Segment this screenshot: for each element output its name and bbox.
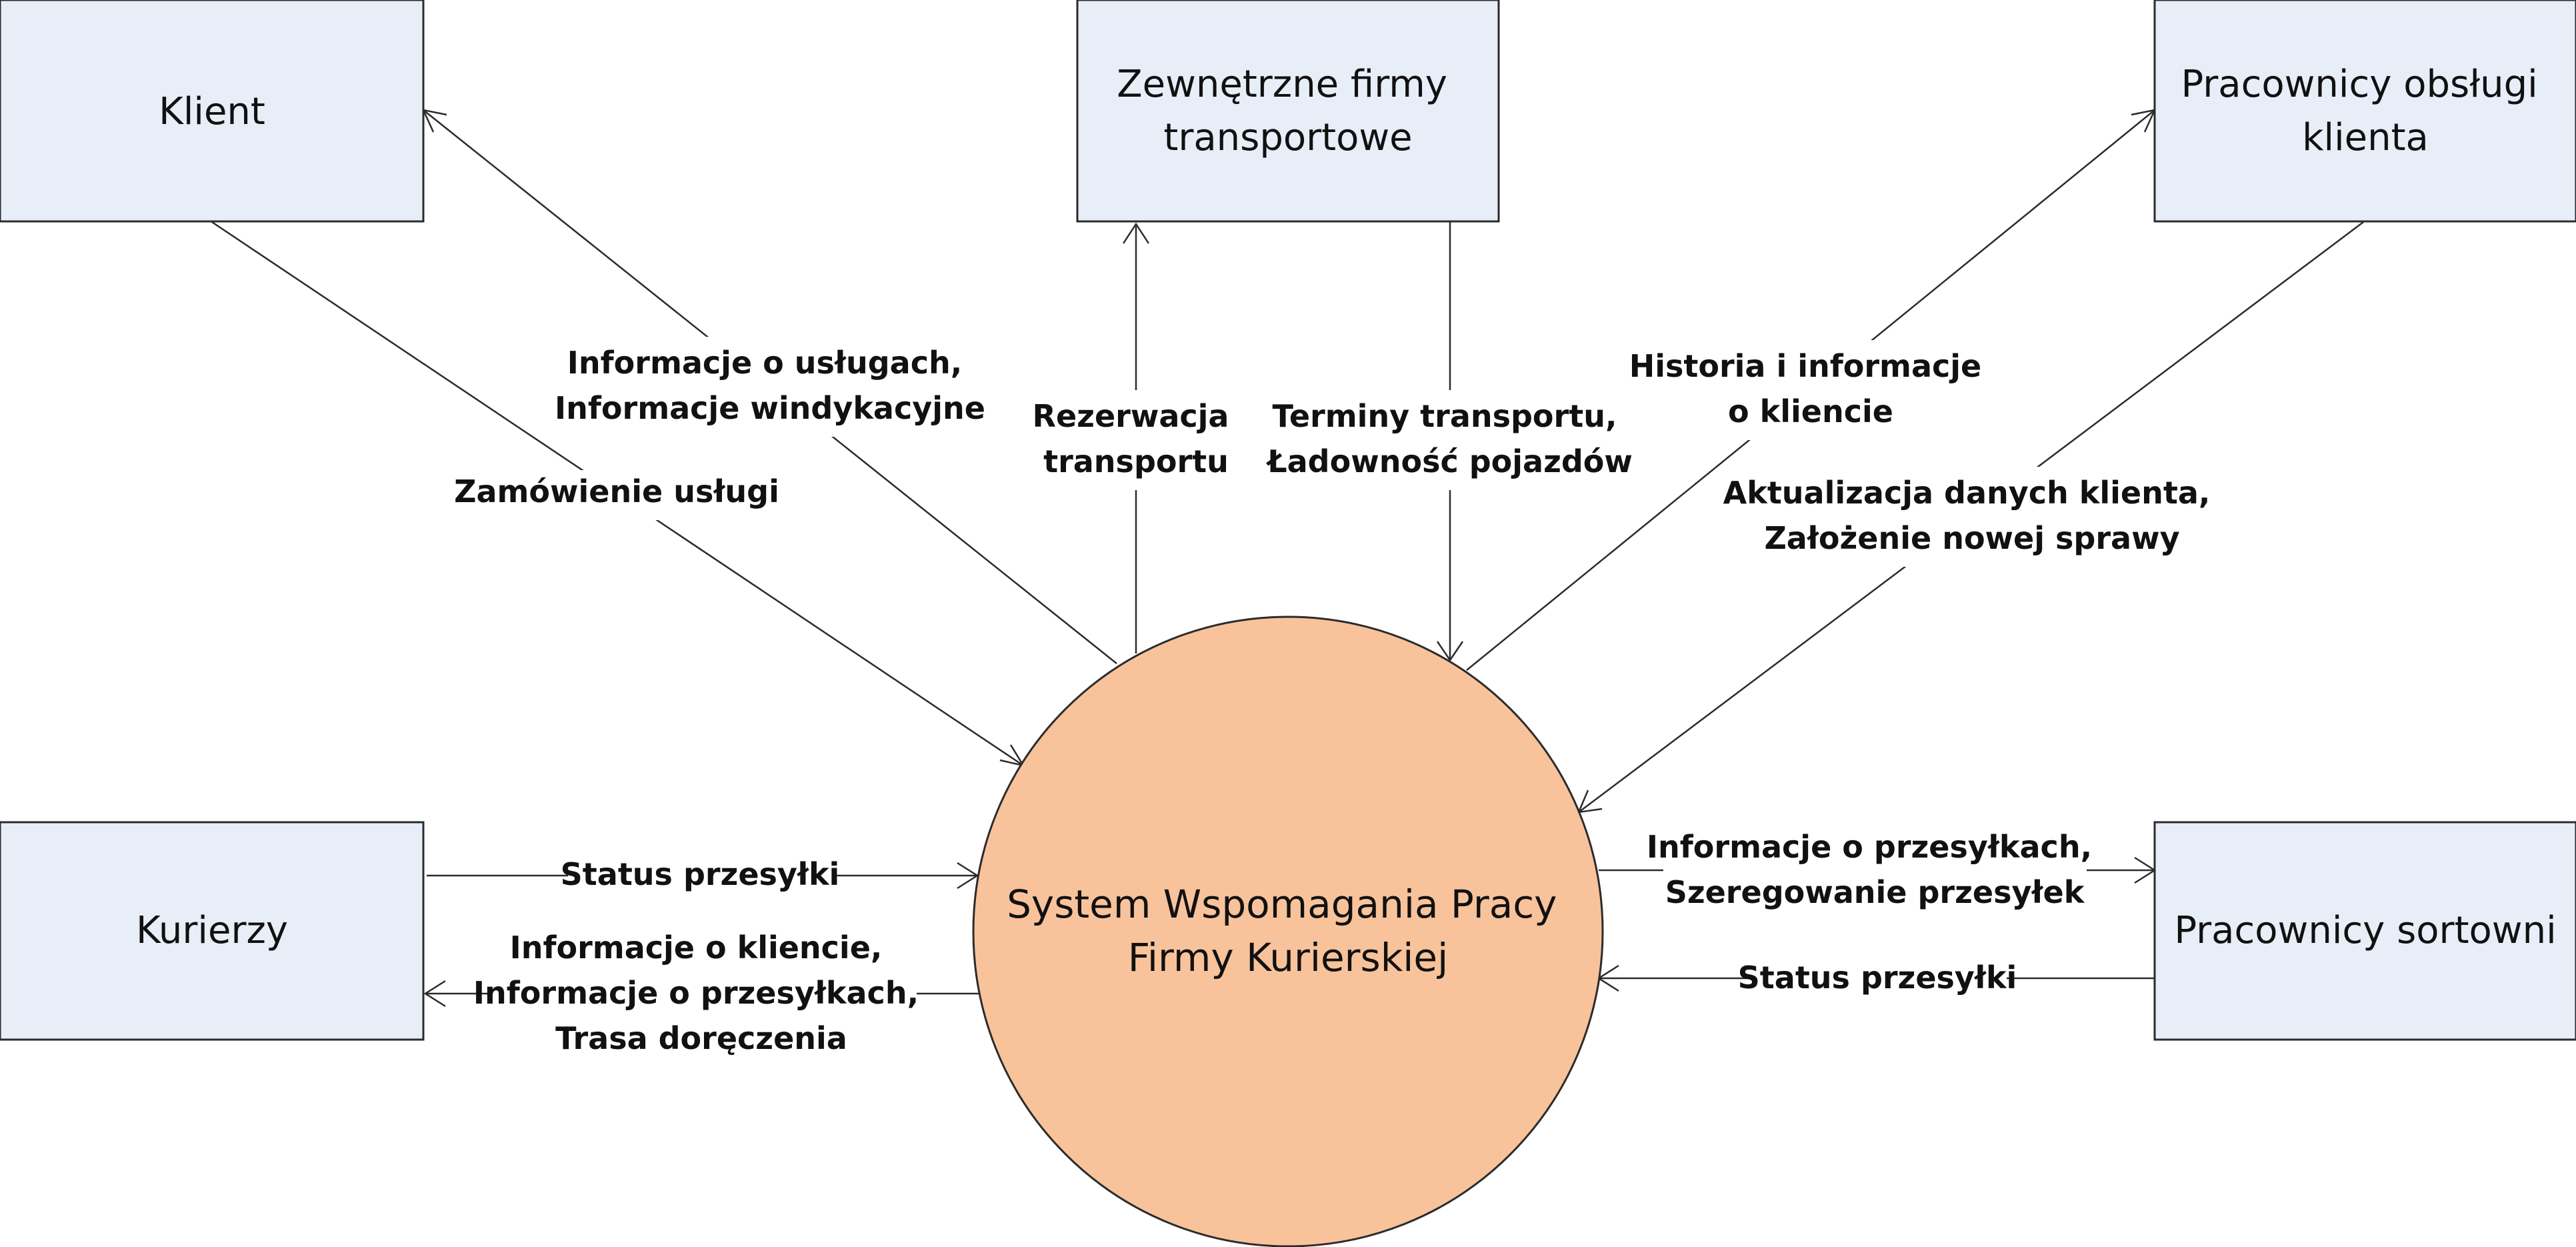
flow-label-info-sortownia-1: Informacje o przesyłkach, xyxy=(1647,829,2092,865)
svg-text:Status przesyłki: Status przesyłki xyxy=(1738,960,2017,996)
flow-label-status-sortownia: Status przesyłki xyxy=(1738,955,2017,1003)
svg-text:Pracownicy sortowni: Pracownicy sortowni xyxy=(2174,909,2556,952)
flow-label-info-kurier-2: Informacje o przesyłkach, xyxy=(473,975,919,1011)
flow-label-rezerwacja-1: Rezerwacja xyxy=(1033,398,1229,434)
flow-label-info-sortownia: Informacje o przesyłkach, Szeregowanie p… xyxy=(1647,824,2103,924)
process-label-2: Firmy Kurierskiej xyxy=(1128,935,1448,980)
flow-label-terminy-1: Terminy transportu, xyxy=(1273,398,1617,434)
flow-label-terminy-2: Ładowność pojazdów xyxy=(1265,443,1633,479)
flow-label-terminy: Terminy transportu, Ładowność pojazdów xyxy=(1265,390,1633,490)
svg-text:Informacje o usługach, I: Informacje o usługach, Informacje windyk… xyxy=(555,345,985,426)
flow-label-status-kurier-1: Status przesyłki xyxy=(561,856,840,892)
entity-pracownicy-obslugi: Pracownicy obsługi klienta xyxy=(2153,0,2576,223)
flow-label-rezerwacja-2: transportu xyxy=(1043,443,1229,479)
svg-text:Zewnętrzne firmy transpo: Zewnętrzne firmy transportowe xyxy=(1117,63,1459,159)
svg-text:Aktualizacja danych klienta,: Aktualizacja danych klienta, Założenie n… xyxy=(1723,475,2221,556)
entity-zewnetrzne-firmy-label-1: Zewnętrzne firmy xyxy=(1117,63,1447,106)
svg-text:Pracownicy obsługi klien: Pracownicy obsługi klienta xyxy=(2181,63,2549,159)
flow-label-info-uslugi: Informacje o usługach, Informacje windyk… xyxy=(555,337,985,437)
flow-label-rezerwacja: Rezerwacja transportu xyxy=(1033,390,1240,490)
flow-label-aktualizacja-1: Aktualizacja danych klienta, xyxy=(1723,475,2211,511)
flow-label-info-uslugi-1: Informacje o usługach, xyxy=(567,345,962,381)
svg-text:System Wspomagania Pracy: System Wspomagania Pracy Firmy Kurierski… xyxy=(1007,882,1569,980)
flow-label-info-uslugi-2: Informacje windykacyjne xyxy=(555,390,985,426)
flow-label-status-sortownia-1: Status przesyłki xyxy=(1738,960,2017,996)
entity-klient: Klient xyxy=(0,0,425,223)
flow-label-zamowienie-1: Zamówienie usługi xyxy=(454,473,779,509)
flow-label-info-kurier: Informacje o kliencie, Informacje o prze… xyxy=(473,924,929,1067)
svg-text:Historia i informacje o: Historia i informacje o kliencie xyxy=(1629,348,1993,429)
svg-text:Informacje o przesyłkach,: Informacje o przesyłkach, Szeregowanie p… xyxy=(1647,829,2103,910)
process-label-1: System Wspomagania Pracy xyxy=(1007,882,1557,927)
flow-label-historia-1: Historia i informacje xyxy=(1629,348,1982,384)
svg-text:Zamówienie usługi: Zamówienie usługi xyxy=(454,473,779,509)
svg-text:Informacje o kliencie, I: Informacje o kliencie, Informacje o prze… xyxy=(473,930,929,1056)
entity-pracownicy-obslugi-label-1: Pracownicy obsługi xyxy=(2181,63,2537,106)
svg-text:Klient: Klient xyxy=(159,90,265,133)
entity-pracownicy-sortowni-label: Pracownicy sortowni xyxy=(2174,909,2556,952)
svg-text:Rezerwacja transportu: Rezerwacja transportu xyxy=(1033,398,1240,479)
entity-kurierzy: Kurierzy xyxy=(0,821,425,1041)
entity-pracownicy-obslugi-label-2: klienta xyxy=(2302,116,2429,159)
entity-zewnetrzne-firmy-label-2: transportowe xyxy=(1163,116,1412,159)
flow-label-status-kurier: Status przesyłki xyxy=(561,852,840,900)
flow-label-historia-2: o kliencie xyxy=(1728,393,1893,429)
flow-label-info-kurier-1: Informacje o kliencie, xyxy=(510,930,883,966)
flow-label-historia: Historia i informacje o kliencie xyxy=(1629,340,1993,440)
flow-label-info-kurier-3: Trasa doręczenia xyxy=(555,1020,847,1056)
svg-text:Kurierzy: Kurierzy xyxy=(136,909,288,952)
flow-label-info-sortownia-2: Szeregowanie przesyłek xyxy=(1665,874,2085,910)
entity-kurierzy-label: Kurierzy xyxy=(136,909,288,952)
flow-label-aktualizacja: Aktualizacja danych klienta, Założenie n… xyxy=(1723,467,2221,567)
svg-text:Status przesyłki: Status przesyłki xyxy=(561,856,840,892)
entity-klient-label: Klient xyxy=(159,90,265,133)
process-system: System Wspomagania Pracy Firmy Kurierski… xyxy=(972,615,1604,1247)
entity-zewnetrzne-firmy: Zewnętrzne firmy transportowe xyxy=(1076,0,1500,223)
svg-text:Terminy transportu, Łado: Terminy transportu, Ładowność pojazdów xyxy=(1265,398,1633,479)
flow-label-aktualizacja-2: Założenie nowej sprawy xyxy=(1764,520,2179,556)
flow-label-zamowienie: Zamówienie usługi xyxy=(454,470,779,520)
entity-pracownicy-sortowni: Pracownicy sortowni xyxy=(2153,821,2576,1041)
